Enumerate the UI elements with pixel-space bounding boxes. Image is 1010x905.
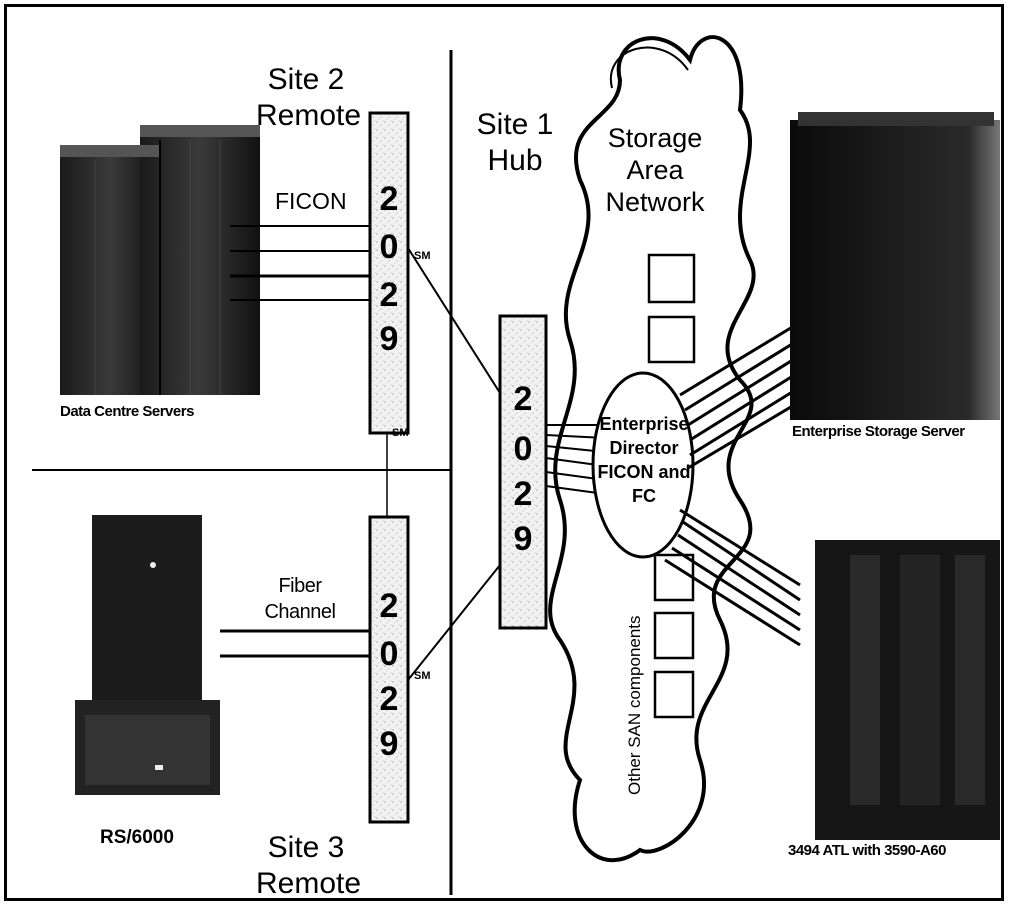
sm-label: SM: [414, 250, 431, 262]
site2-mux-unit: [370, 113, 408, 433]
data-centre-servers-image: [60, 125, 260, 395]
data-centre-caption: Data Centre Servers: [60, 403, 194, 420]
site3-mux-digit: 0: [369, 635, 409, 674]
hub-mux-digit: 2: [503, 380, 543, 419]
site3-mux-digit: 2: [369, 680, 409, 719]
site3-mux-digit: 9: [369, 725, 409, 764]
hub-mux-unit: [500, 316, 546, 628]
other-san-components-label: Other SAN components: [625, 565, 645, 795]
enterprise-storage-server-image: [790, 112, 1000, 420]
sm-label: SM: [392, 427, 409, 439]
hub-mux-digit: 9: [503, 520, 543, 559]
ficon-label: FICON: [275, 188, 347, 215]
site2-mux-digit: 9: [369, 320, 409, 359]
site2-mux-digit: 2: [369, 276, 409, 315]
san-title: Storage Area Network: [596, 122, 714, 218]
site3-mux-digit: 2: [369, 587, 409, 626]
sm-label: SM: [414, 670, 431, 682]
enterprise-director-label: Enterprise Director FICON and FC: [594, 412, 694, 508]
ess-caption: Enterprise Storage Server: [792, 423, 965, 440]
hub-mux-digit: 0: [503, 430, 543, 469]
rs6000-image: [75, 515, 220, 795]
atl-tape-library-image: [815, 540, 1000, 840]
site2-mux-digit: 2: [369, 180, 409, 219]
site2-mux-digit: 0: [369, 228, 409, 267]
rs6000-caption: RS/6000: [100, 827, 174, 849]
hub-mux-digit: 2: [503, 475, 543, 514]
atl-caption: 3494 ATL with 3590-A60: [788, 842, 946, 859]
